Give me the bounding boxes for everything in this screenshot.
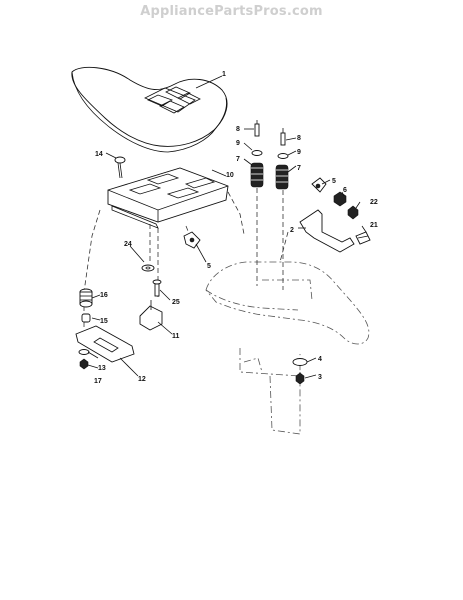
callout-8-left: 8 <box>236 126 240 133</box>
spring-16-part[interactable] <box>79 288 93 308</box>
callout-15: 15 <box>100 318 108 325</box>
watermark-text: AppliancePartsPros.com <box>140 4 323 19</box>
callout-24: 24 <box>124 241 132 248</box>
callout-21: 21 <box>370 222 378 229</box>
tractor-frame-outline <box>205 261 370 435</box>
callout-4: 4 <box>318 356 322 363</box>
nut-6-part[interactable] <box>333 191 347 207</box>
washer-4-part[interactable] <box>292 358 308 366</box>
washer-right-part[interactable] <box>277 153 289 159</box>
washer-24-part[interactable] <box>141 264 155 272</box>
callout-5-right: 5 <box>332 178 336 185</box>
bolt-3-part[interactable] <box>295 372 305 385</box>
callout-8-right: 8 <box>297 135 301 142</box>
callout-6: 6 <box>343 187 347 194</box>
callout-11: 11 <box>172 333 180 340</box>
callout-labels: 1 2 3 4 5 5 6 7 7 8 8 9 9 10 11 12 13 14… <box>94 71 378 385</box>
nut-17-part[interactable] <box>79 358 89 370</box>
callout-16: 16 <box>100 292 108 299</box>
callout-1: 1 <box>222 71 226 78</box>
leader-lines <box>87 75 367 379</box>
callout-22: 22 <box>370 199 378 206</box>
washer-13-part[interactable] <box>78 349 90 355</box>
callout-7-right: 7 <box>297 165 301 172</box>
callout-12: 12 <box>138 376 146 383</box>
nut-22-part[interactable] <box>347 205 359 220</box>
spring-left-part[interactable] <box>250 162 264 188</box>
bracket-2-part[interactable] <box>299 209 355 253</box>
bolt-14-part[interactable] <box>114 156 126 179</box>
callout-25: 25 <box>172 299 180 306</box>
callout-13: 13 <box>98 365 106 372</box>
callout-9-left: 9 <box>236 140 240 147</box>
callout-5-left: 5 <box>207 263 211 270</box>
knob-11-part[interactable] <box>139 300 163 331</box>
knob-5-left-part[interactable] <box>183 231 201 249</box>
pin-left-part[interactable] <box>254 120 260 137</box>
knob-5-right-part[interactable] <box>311 177 327 193</box>
washer-left-part[interactable] <box>251 150 263 156</box>
callout-3: 3 <box>318 374 322 381</box>
bolt-21-part[interactable] <box>355 231 371 245</box>
callout-14: 14 <box>95 151 103 158</box>
seat-pan-part[interactable] <box>107 167 229 229</box>
callout-9-right: 9 <box>297 149 301 156</box>
callout-10: 10 <box>226 172 234 179</box>
bushing-15-part[interactable] <box>81 313 91 323</box>
bracket-12-part[interactable] <box>75 325 135 363</box>
callout-17: 17 <box>94 378 102 385</box>
bolt-25-part[interactable] <box>152 279 162 297</box>
pin-right-part[interactable] <box>280 128 286 146</box>
callout-7-left: 7 <box>236 156 240 163</box>
seat-part[interactable] <box>71 66 228 153</box>
callout-2: 2 <box>290 227 294 234</box>
spring-right-part[interactable] <box>275 164 289 190</box>
